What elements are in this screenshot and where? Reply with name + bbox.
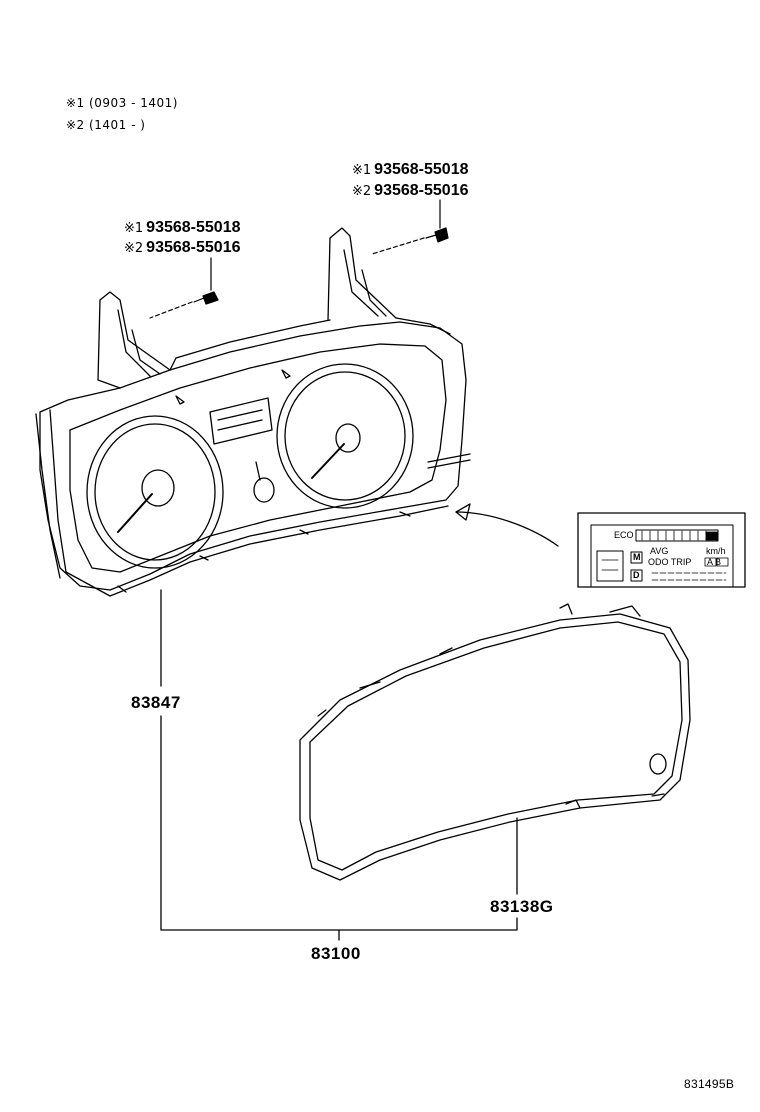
screw-left-mark-1: ※1 (124, 221, 144, 236)
screw-right-mark-2: ※2 (352, 184, 372, 199)
display-avg-label: AVG (650, 546, 669, 556)
note-2-range: (1401 - ) (89, 118, 146, 132)
display-odo-trip-label: ODO TRIP (648, 557, 692, 567)
reference-arrow (455, 511, 559, 547)
screw-left-part-2: 93568-55016 (146, 239, 241, 256)
display-kmh-label: km/h (706, 546, 726, 556)
note-1-mark: ※1 (66, 96, 85, 110)
note-1: ※1 (0903 - 1401) (66, 96, 178, 110)
screw-left-mark-2: ※2 (124, 241, 144, 256)
screw-right-part-2: 93568-55016 (374, 182, 469, 199)
screw-right (371, 199, 449, 255)
lens-drawing (299, 603, 691, 881)
note-2: ※2 (1401 - ) (66, 118, 145, 132)
note-1-range: (0903 - 1401) (89, 96, 178, 110)
meter-assembly-drawing (35, 227, 471, 597)
display-ab-label: A B (707, 557, 722, 567)
screw-left-part-1: 93568-55018 (146, 219, 241, 236)
part-83138g-label: 83138G (490, 897, 554, 916)
display-eco-label: ECO (614, 530, 634, 540)
display-m-label: M (633, 552, 641, 562)
leader-bracket (160, 715, 518, 931)
screw-left (149, 257, 219, 319)
part-83100-label: 83100 (311, 944, 361, 963)
screw-right-mark-1: ※1 (352, 163, 372, 178)
display-inset-drawing (577, 512, 746, 588)
display-d-label: D (633, 570, 640, 580)
note-2-mark: ※2 (66, 118, 85, 132)
diagram-code: 831495B (684, 1077, 735, 1091)
part-83847-label: 83847 (131, 693, 181, 712)
screw-right-part-1: 93568-55018 (374, 161, 469, 178)
